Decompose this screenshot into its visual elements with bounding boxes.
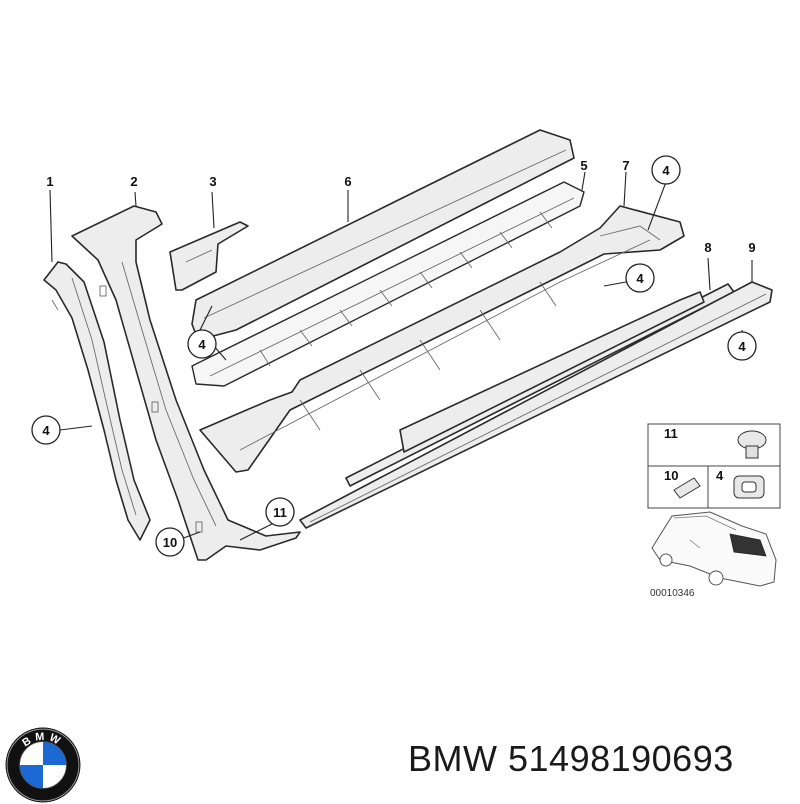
callout-6: 6 bbox=[344, 174, 351, 189]
callout-4-center: 4 bbox=[198, 337, 206, 352]
callout-5: 5 bbox=[580, 158, 587, 173]
clip-10-icon bbox=[673, 477, 701, 499]
part-5-ribbed-strip bbox=[191, 181, 585, 387]
legend-label-4: 4 bbox=[716, 468, 724, 483]
car-silhouette-icon bbox=[651, 511, 777, 587]
callout-1: 1 bbox=[46, 174, 53, 189]
legend-label-11: 11 bbox=[664, 426, 678, 441]
brand-part-number: BMW 51498190693 bbox=[408, 738, 734, 780]
part-1-pillar-trim bbox=[43, 261, 151, 541]
callout-11: 11 bbox=[273, 505, 287, 520]
part-6-upper-trim-panel bbox=[191, 129, 575, 341]
callout-4-mid: 4 bbox=[636, 271, 644, 286]
callout-8: 8 bbox=[704, 240, 711, 255]
callout-11-circle bbox=[265, 497, 295, 527]
callout-9: 9 bbox=[748, 240, 755, 255]
callout-4-top: 4 bbox=[662, 163, 670, 178]
callout-10-circle bbox=[155, 527, 185, 557]
callout-2: 2 bbox=[130, 174, 137, 189]
callout-4-left-circle bbox=[31, 415, 61, 445]
part-9-lower-strip bbox=[299, 281, 773, 529]
legend-label-10: 10 bbox=[664, 468, 678, 483]
part-8-sealing-strip bbox=[345, 283, 735, 487]
callout-4-top-circle bbox=[651, 155, 681, 185]
leader-lines bbox=[49, 171, 753, 541]
bmw-logo-icon: BMW bbox=[5, 727, 81, 803]
callout-3: 3 bbox=[209, 174, 216, 189]
callout-7: 7 bbox=[622, 158, 629, 173]
legend-panel: 11 10 4 00010346 bbox=[647, 423, 781, 599]
callout-4-right-circle bbox=[727, 331, 757, 361]
clip-4-icon bbox=[733, 475, 765, 499]
callout-4-right: 4 bbox=[738, 339, 746, 354]
part-number: 51498190693 bbox=[508, 738, 734, 779]
callout-4-left: 4 bbox=[42, 423, 50, 438]
clip-11-icon bbox=[737, 430, 767, 459]
callout-10: 10 bbox=[163, 535, 177, 550]
callout-4-mid-circle bbox=[625, 263, 655, 293]
callout-4-center-circle bbox=[187, 329, 217, 359]
part-7-main-sill-panel bbox=[199, 205, 685, 473]
part-3-bracket bbox=[169, 221, 249, 291]
diagram-code: 00010346 bbox=[650, 588, 695, 599]
brand-name: BMW bbox=[408, 738, 498, 779]
